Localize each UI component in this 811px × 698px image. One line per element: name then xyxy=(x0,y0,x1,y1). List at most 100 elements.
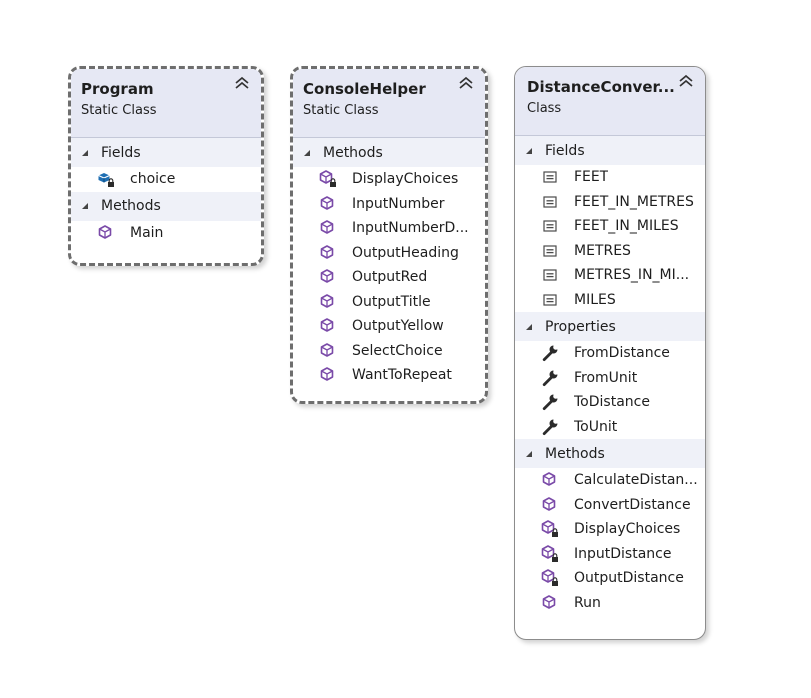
collapse-chevrons-icon[interactable] xyxy=(232,75,252,91)
expanded-triangle-icon[interactable] xyxy=(81,202,89,210)
member-name: ToUnit xyxy=(574,418,618,435)
method-icon xyxy=(319,244,337,262)
header-divider xyxy=(515,135,705,136)
member-row[interactable]: ConvertDistance xyxy=(515,493,705,518)
field-private-icon xyxy=(97,170,115,188)
method-icon xyxy=(319,293,337,311)
method-icon xyxy=(319,268,337,286)
member-name: METRES_IN_MI... xyxy=(574,267,690,284)
member-row[interactable]: FromDistance xyxy=(515,341,705,366)
method-icon xyxy=(319,219,337,237)
expanded-triangle-icon[interactable] xyxy=(525,147,533,155)
constant-icon xyxy=(541,168,559,186)
member-name: FEET xyxy=(574,169,609,186)
member-row[interactable]: InputNumber xyxy=(293,192,485,217)
method-private-icon xyxy=(541,520,559,538)
member-name: FEET_IN_METRES xyxy=(574,193,694,210)
method-icon xyxy=(319,366,337,384)
class-box-distanceconverter[interactable]: DistanceConver... Class Fields FEET FEET… xyxy=(514,66,706,640)
method-icon xyxy=(319,342,337,360)
member-name: CalculateDistan... xyxy=(574,472,698,489)
class-header[interactable]: ConsoleHelper Static Class xyxy=(293,69,485,137)
member-name: Run xyxy=(574,594,601,611)
class-header[interactable]: DistanceConver... Class xyxy=(515,67,705,135)
section-label: Methods xyxy=(323,144,383,161)
class-title: ConsoleHelper xyxy=(303,80,426,98)
header-divider xyxy=(71,137,261,138)
section-header-fields[interactable]: Fields xyxy=(71,138,261,167)
class-header[interactable]: Program Static Class xyxy=(71,69,261,137)
class-stereotype: Static Class xyxy=(81,103,157,118)
property-wrench-icon xyxy=(541,418,559,436)
expanded-triangle-icon[interactable] xyxy=(525,450,533,458)
constant-icon xyxy=(541,193,559,211)
member-name: SelectChoice xyxy=(352,342,443,359)
member-name: Main xyxy=(130,224,164,241)
section-header-fields[interactable]: Fields xyxy=(515,136,705,165)
section-header-methods[interactable]: Methods xyxy=(71,191,261,221)
collapse-chevrons-icon[interactable] xyxy=(676,73,696,89)
member-row[interactable]: METRES_IN_MI... xyxy=(515,263,705,288)
member-row[interactable]: InputDistance xyxy=(515,542,705,567)
member-name: OutputTitle xyxy=(352,293,431,310)
constant-icon xyxy=(541,242,559,260)
member-row[interactable]: FEET xyxy=(515,165,705,190)
member-name: ConvertDistance xyxy=(574,496,691,513)
member-name: DisplayChoices xyxy=(574,521,681,538)
expanded-triangle-icon[interactable] xyxy=(303,149,311,157)
class-title: DistanceConver... xyxy=(527,78,675,96)
member-row[interactable]: FEET_IN_METRES xyxy=(515,190,705,215)
constant-icon xyxy=(541,291,559,309)
section-label: Fields xyxy=(545,142,585,159)
member-row[interactable]: WantToRepeat xyxy=(293,363,485,388)
method-private-icon xyxy=(319,170,337,188)
member-name: WantToRepeat xyxy=(352,367,452,384)
property-wrench-icon xyxy=(541,393,559,411)
member-row[interactable]: Main xyxy=(71,221,261,246)
member-name: FEET_IN_MILES xyxy=(574,218,679,235)
member-row[interactable]: FromUnit xyxy=(515,366,705,391)
member-row[interactable]: InputNumberD... xyxy=(293,216,485,241)
section-label: Methods xyxy=(101,198,161,214)
class-stereotype: Class xyxy=(527,101,562,116)
expanded-triangle-icon[interactable] xyxy=(81,149,89,157)
method-icon xyxy=(319,195,337,213)
member-row[interactable]: CalculateDistan... xyxy=(515,468,705,493)
class-box-program[interactable]: Program Static Class Fields choice Metho… xyxy=(68,66,264,266)
member-row[interactable]: OutputHeading xyxy=(293,241,485,266)
member-row[interactable]: METRES xyxy=(515,239,705,264)
member-row[interactable]: FEET_IN_MILES xyxy=(515,214,705,239)
member-row[interactable]: OutputDistance xyxy=(515,566,705,591)
expanded-triangle-icon[interactable] xyxy=(525,323,533,331)
member-name: choice xyxy=(130,171,176,188)
method-icon xyxy=(97,224,115,242)
member-row[interactable]: choice xyxy=(71,167,261,192)
member-name: METRES xyxy=(574,242,631,259)
member-row[interactable]: ToUnit xyxy=(515,415,705,440)
member-row[interactable]: MILES xyxy=(515,288,705,313)
section-label: Fields xyxy=(101,144,141,161)
member-row[interactable]: OutputTitle xyxy=(293,290,485,315)
method-icon xyxy=(541,594,559,612)
member-row[interactable]: ToDistance xyxy=(515,390,705,415)
section-header-methods[interactable]: Methods xyxy=(515,439,705,468)
member-row[interactable]: SelectChoice xyxy=(293,339,485,364)
collapse-chevrons-icon[interactable] xyxy=(456,75,476,91)
member-row[interactable]: DisplayChoices xyxy=(293,167,485,192)
class-stereotype: Static Class xyxy=(303,103,379,118)
section-header-properties[interactable]: Properties xyxy=(515,312,705,341)
member-name: OutputYellow xyxy=(352,318,444,335)
constant-icon xyxy=(541,217,559,235)
member-row[interactable]: Run xyxy=(515,591,705,616)
class-box-consolehelper[interactable]: ConsoleHelper Static Class Methods Displ… xyxy=(290,66,488,404)
constant-icon xyxy=(541,266,559,284)
member-name: OutputDistance xyxy=(574,570,684,587)
member-row[interactable]: OutputYellow xyxy=(293,314,485,339)
member-name: FromUnit xyxy=(574,369,638,386)
method-icon xyxy=(319,317,337,335)
member-name: DisplayChoices xyxy=(352,171,459,188)
member-row[interactable]: OutputRed xyxy=(293,265,485,290)
section-header-methods[interactable]: Methods xyxy=(293,138,485,167)
member-name: OutputRed xyxy=(352,269,428,286)
member-row[interactable]: DisplayChoices xyxy=(515,517,705,542)
